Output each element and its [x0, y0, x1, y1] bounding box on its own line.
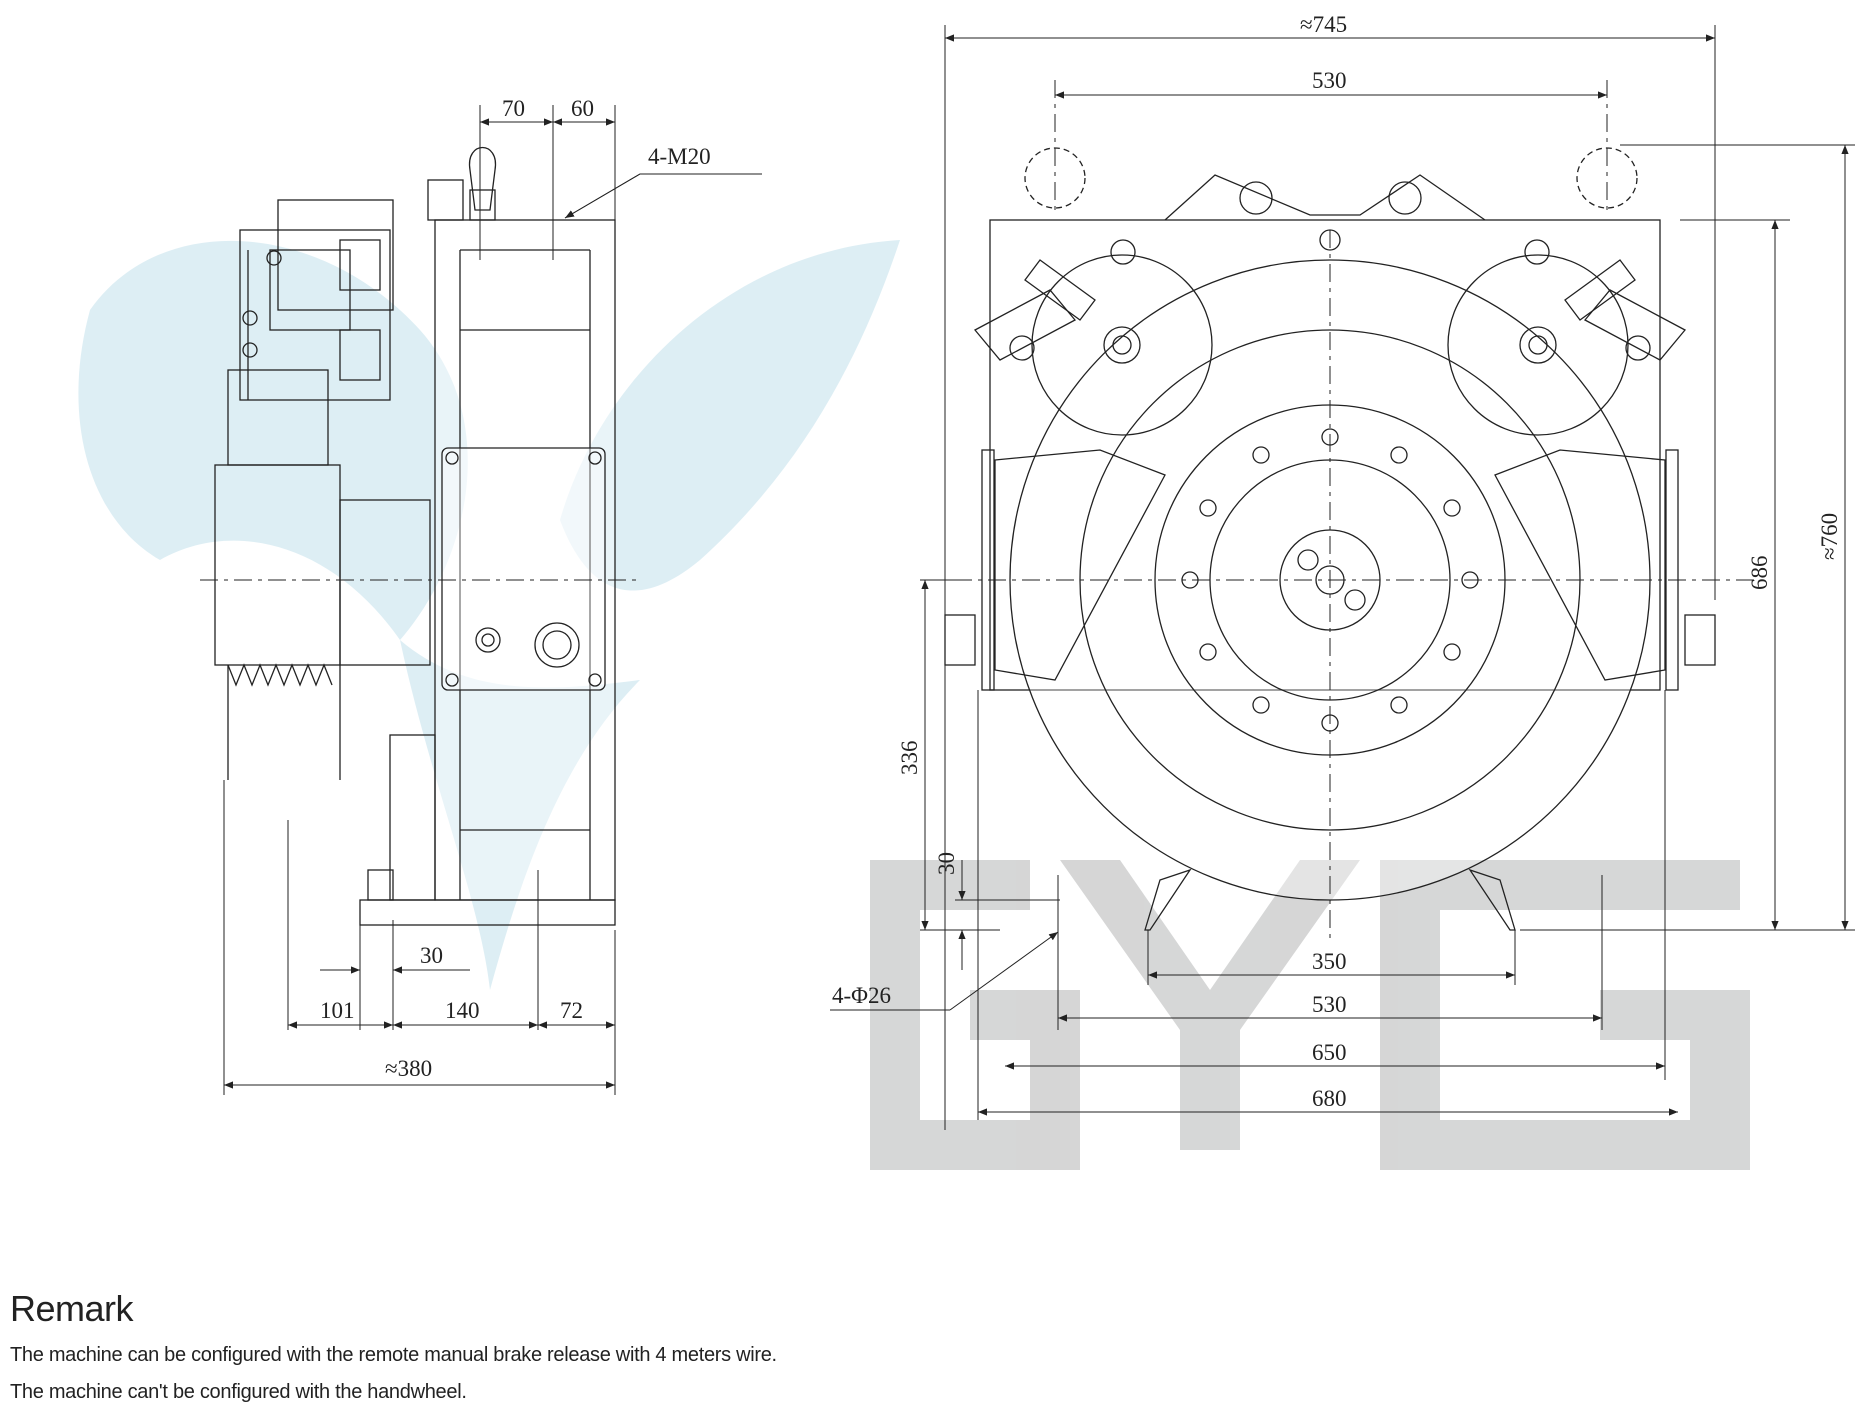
remark-line-1: The machine can be configured with the r…: [10, 1344, 777, 1366]
side-view-labels: 70 60 4-M20 30 101 140 72 ≈380: [320, 96, 711, 1081]
dim-530-bottom-label: 530: [1312, 992, 1347, 1017]
dim-350-label: 350: [1312, 949, 1347, 974]
side-view-dimensions: [223, 105, 762, 1095]
dim-380-label: ≈380: [385, 1056, 432, 1081]
dim-30-label: 30: [420, 943, 443, 968]
dim-760-label: ≈760: [1817, 513, 1842, 560]
dim-530-top-label: 530: [1312, 68, 1347, 93]
dim-70-label: 70: [502, 96, 525, 121]
front-view-dimensions: [830, 25, 1855, 1130]
front-view: [920, 80, 1760, 940]
dim-745-label: ≈745: [1300, 12, 1347, 37]
technical-drawing: 70 60 4-M20 30 101 140 72 ≈380: [78, 12, 1855, 1170]
dim-336-label: 336: [897, 741, 922, 776]
dim-30-left-label: 30: [934, 852, 959, 875]
dim-650-label: 650: [1312, 1040, 1347, 1065]
dim-101-label: 101: [320, 998, 355, 1023]
side-view: [200, 146, 640, 926]
dim-140-label: 140: [445, 998, 480, 1023]
dim-60-label: 60: [571, 96, 594, 121]
thread-label: 4-M20: [648, 144, 711, 169]
front-view-labels: ≈745 530 350 530 650 680 4-Φ26 ≈760 686 …: [832, 12, 1842, 1111]
dim-686-label: 686: [1747, 556, 1772, 591]
remark-line-2: The machine can't be configured with the…: [10, 1381, 467, 1403]
remark-section: Remark The machine can be configured wit…: [10, 1288, 777, 1418]
holes-label: 4-Φ26: [832, 983, 891, 1008]
dim-72-label: 72: [560, 998, 583, 1023]
remark-title: Remark: [10, 1288, 134, 1329]
dim-680-label: 680: [1312, 1086, 1347, 1111]
